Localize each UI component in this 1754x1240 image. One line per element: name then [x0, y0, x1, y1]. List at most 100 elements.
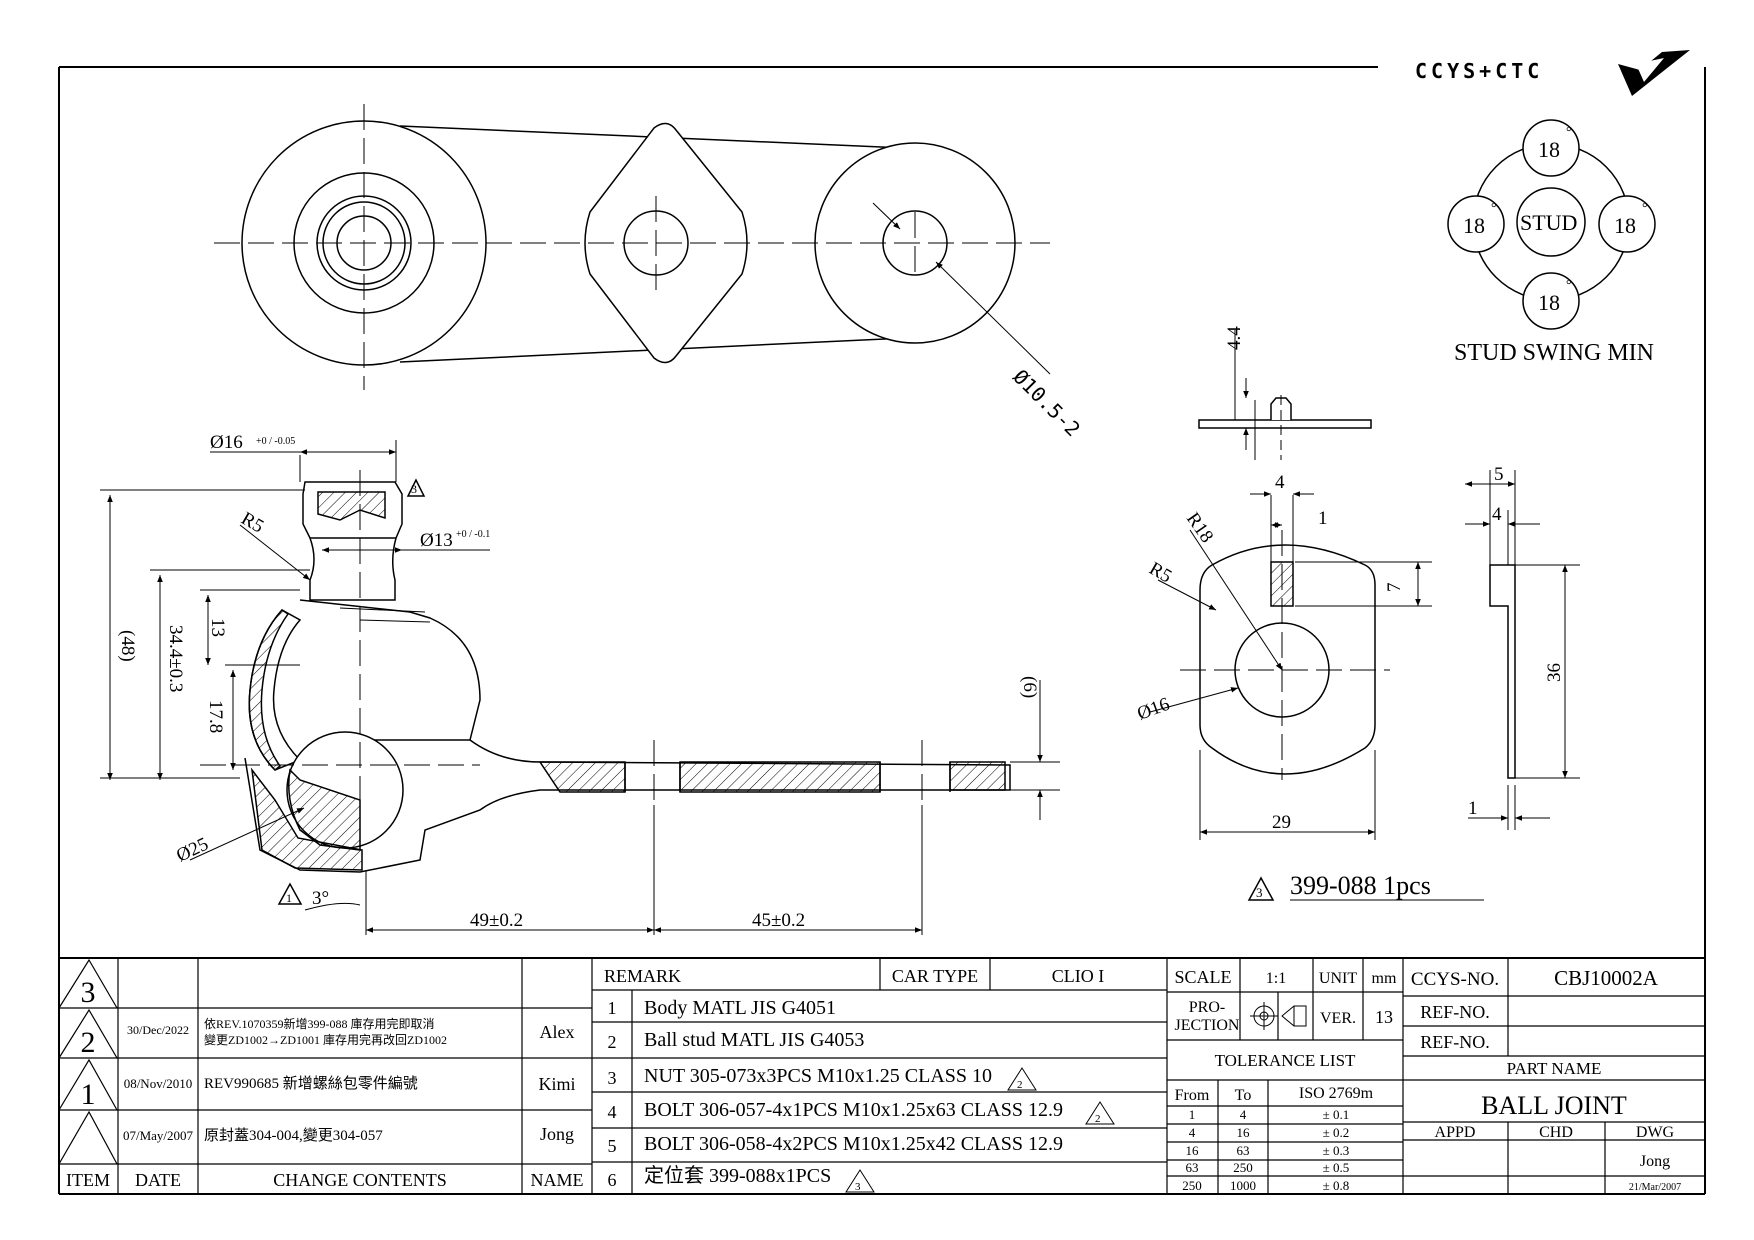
remark-row-2: Ball stud MATL JIS G4053	[644, 1029, 864, 1051]
part-note: 399-088 1pcs	[1290, 871, 1431, 900]
ver-label: VER.	[1320, 1010, 1356, 1027]
svg-text:250: 250	[1182, 1178, 1202, 1193]
revision-marker-3: 3	[411, 482, 417, 496]
car-type-label: CAR TYPE	[892, 966, 978, 986]
rev-triangle-row4	[1085, 1101, 1115, 1125]
dim-49: 49±0.2	[470, 910, 523, 931]
swing-angle-right: 18	[1614, 213, 1636, 238]
svg-text:6: 6	[608, 1170, 617, 1190]
dim-side-36: 36	[1544, 663, 1565, 682]
svg-text:250: 250	[1233, 1160, 1253, 1175]
part-marker-3: 3	[1256, 885, 1263, 900]
rev-triangle-row3	[1007, 1067, 1037, 1091]
frame	[58, 66, 1706, 1195]
header-change-contents: CHANGE CONTENTS	[273, 1170, 447, 1190]
projection-symbol-icon	[1250, 1002, 1307, 1030]
ccys-no-label: CCYS-NO.	[1411, 969, 1499, 990]
svg-text:63: 63	[1237, 1143, 1250, 1158]
dwg-label: DWG	[1636, 1124, 1675, 1141]
dim-slot-depth: 7	[1384, 583, 1405, 593]
title-block: CCYS-NO. CBJ10002A REF-NO. REF-NO. PART …	[1411, 966, 1681, 1193]
svg-text:4: 4	[1240, 1107, 1247, 1122]
rev-item-2: 2	[81, 1026, 96, 1059]
top-view	[214, 104, 1051, 390]
svg-text:1: 1	[1189, 1107, 1196, 1122]
dim-17-8: 17.8	[205, 700, 226, 733]
stud-swing-diagram	[1447, 119, 1656, 330]
rev-name-2: Kimi	[538, 1074, 575, 1094]
part-name-label: PART NAME	[1507, 1059, 1602, 1078]
dim-top-diameter: Ø16	[210, 432, 243, 453]
svg-text:4: 4	[608, 1102, 617, 1122]
svg-text:2: 2	[1017, 1079, 1023, 1091]
rev-name-3: Alex	[540, 1022, 575, 1042]
rev-item-1: 1	[81, 1078, 96, 1111]
tolerance-title: TOLERANCE LIST	[1215, 1051, 1356, 1070]
rev-content-1: 原封蓋304-004,變更304-057	[204, 1127, 383, 1144]
dim-top-tolerance: +0 / -0.05	[256, 436, 295, 447]
chd-label: CHD	[1539, 1124, 1573, 1141]
svg-text:°: °	[1566, 125, 1572, 140]
dim-45: 45±0.2	[752, 910, 805, 931]
svg-text:°: °	[1642, 201, 1648, 216]
svg-text:± 0.5: ± 0.5	[1323, 1160, 1350, 1175]
svg-text:4: 4	[1189, 1125, 1196, 1140]
swing-angle-top: 18	[1538, 137, 1560, 162]
svg-text:± 0.8: ± 0.8	[1323, 1178, 1350, 1193]
svg-text:± 0.1: ± 0.1	[1323, 1107, 1350, 1122]
svg-text:5: 5	[608, 1136, 617, 1156]
svg-text:3: 3	[608, 1068, 617, 1088]
ref-no-label-1: REF-NO.	[1420, 1002, 1490, 1022]
svg-text:± 0.2: ± 0.2	[1323, 1125, 1350, 1140]
dim-side-1: 1	[1468, 798, 1478, 819]
svg-text:1000: 1000	[1230, 1178, 1256, 1193]
dim-hole-16: Ø16	[1135, 694, 1173, 725]
part-name-value: BALL JOINT	[1481, 1091, 1627, 1120]
remark-row-6: 定位套 399-088x1PCS	[644, 1164, 831, 1187]
unit-value: mm	[1372, 970, 1397, 987]
ref-no-label-2: REF-NO.	[1420, 1032, 1490, 1052]
tolerance-rows: 1 4 ± 0.1 4 16 ± 0.2 16 63 ± 0.3 63 250 …	[1182, 1107, 1349, 1193]
swing-angle-left: 18	[1463, 213, 1485, 238]
rev-name-1: Jong	[540, 1124, 574, 1144]
col-to: To	[1235, 1087, 1252, 1104]
dim-neck-diameter: Ø13	[420, 530, 453, 551]
rev-date-3: 30/Dec/2022	[127, 1023, 189, 1037]
col-from: From	[1175, 1087, 1210, 1104]
dim-angle: 3°	[312, 888, 329, 909]
dim-6: (6)	[1019, 676, 1040, 698]
dim-radius-18: R18	[1182, 509, 1217, 547]
header-date: DATE	[135, 1170, 181, 1190]
remark-table: REMARK CAR TYPE CLIO I 1 Body MATL JIS G…	[604, 966, 1104, 1193]
scale-label: SCALE	[1174, 967, 1231, 987]
ver-value: 13	[1375, 1007, 1393, 1027]
scale-value: 1:1	[1266, 970, 1286, 987]
company-logo: CCYS+CTC	[1415, 50, 1690, 96]
stud-swing-labels: 18 ° 18 ° 18 ° 18 ° STUD STUD SWING MIN	[1454, 125, 1654, 366]
dim-washer-width: 29	[1272, 812, 1291, 833]
unit-label: UNIT	[1319, 970, 1357, 987]
svg-text:°: °	[1566, 278, 1572, 293]
dim-radius-5-washer: R5	[1146, 558, 1176, 587]
dim-neck-tolerance: +0 / -0.1	[456, 529, 490, 540]
rev-content-2: REV990685 新增螺絲包零件編號	[204, 1075, 418, 1092]
swing-center-label: STUD	[1520, 210, 1577, 235]
remark-row-3: NUT 305-073x3PCS M10x1.25 CLASS 10	[644, 1065, 992, 1087]
remark-row-4: BOLT 306-057-4x1PCS M10x1.25x63 CLASS 12…	[644, 1099, 1063, 1121]
revision-triangles	[58, 958, 118, 1165]
svg-text:3: 3	[855, 1181, 861, 1193]
swing-caption: STUD SWING MIN	[1454, 340, 1654, 366]
rev-date-1: 07/May/2007	[123, 1128, 194, 1143]
svg-text:± 0.3: ± 0.3	[1323, 1143, 1350, 1158]
svg-text:2: 2	[608, 1032, 617, 1052]
table-grid	[58, 957, 1705, 1194]
remark-row-5: BOLT 306-058-4x2PCS M10x1.25x42 CLASS 12…	[644, 1133, 1063, 1155]
dim-ball-diameter: Ø25	[173, 834, 212, 867]
tolerance-block: SCALE 1:1 UNIT mm PRO- JECTION VER. 13 T…	[1174, 967, 1397, 1104]
svg-text:16: 16	[1186, 1143, 1200, 1158]
col-iso: ISO 2769m	[1299, 1085, 1374, 1102]
header-name: NAME	[531, 1170, 584, 1190]
drawing-date: 21/Mar/2007	[1629, 1182, 1681, 1193]
logo-text: CCYS+CTC	[1415, 59, 1543, 83]
